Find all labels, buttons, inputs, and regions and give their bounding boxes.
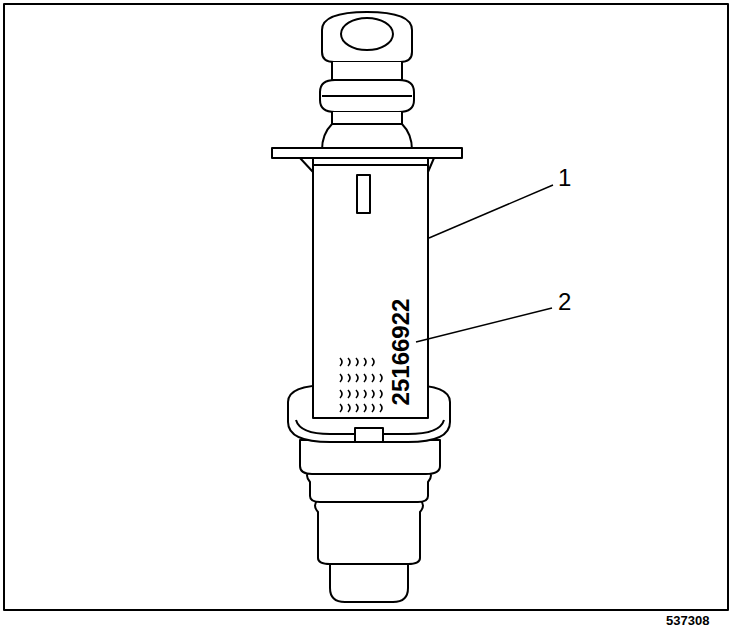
callout-number: 2 [558,290,571,314]
figure-number: 537308 [666,614,709,627]
leader-line [416,308,552,342]
callout-number: 1 [558,166,571,190]
leader-line [429,185,553,238]
frame-border [4,4,728,610]
part-number: 25166922 [389,299,413,406]
